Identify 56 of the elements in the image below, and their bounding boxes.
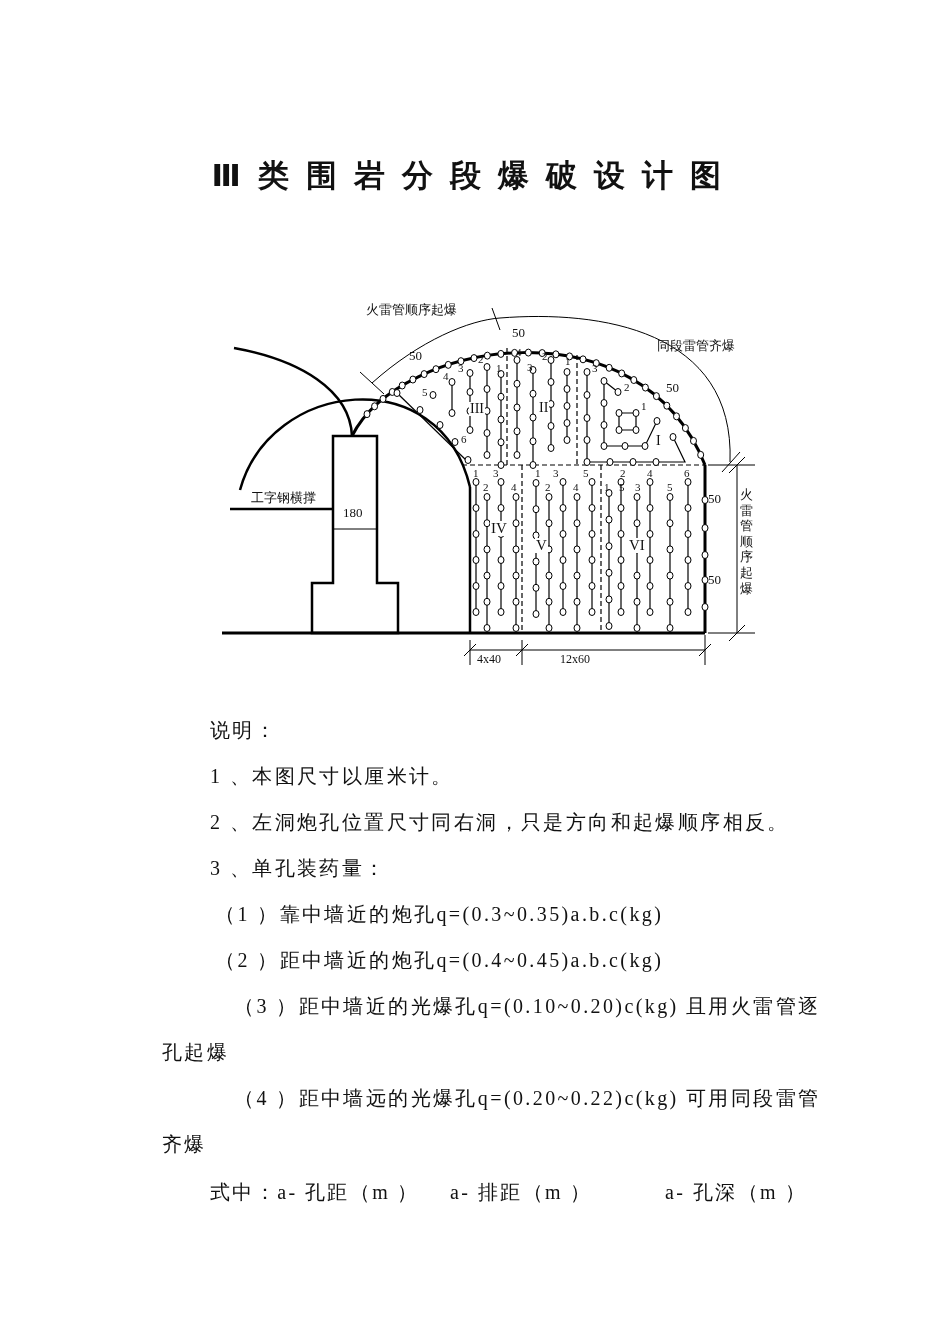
hole-number: 3 (592, 363, 598, 374)
note-text: （3 ）距中墙近的光爆孔q=(0.10~0.20)c(kg) 且用火雷管逐孔起爆 (162, 994, 822, 1065)
hole-number: 2 (620, 468, 626, 479)
hole-number: 3 (458, 363, 464, 374)
hole-number: 1 (641, 401, 647, 412)
hole-number: 3 (553, 468, 559, 479)
note-text: （2 ）距中墙近的炮孔q=(0.4~0.45)a.b.c(kg) (215, 950, 664, 970)
dimension-label: 50 (666, 381, 679, 394)
hole-number: 2 (545, 482, 551, 493)
hole-number: 6 (461, 434, 467, 445)
dimension-label: 50 (409, 349, 422, 362)
hole-number: 1 (604, 482, 610, 493)
dimension-label: 180 (343, 506, 363, 519)
hole-number: 2 (478, 354, 484, 365)
hole-number: 1 (535, 468, 541, 479)
hole-number: 5 (619, 482, 625, 493)
note-text: 1 、本图尺寸以厘米计。 (210, 766, 454, 786)
zone-label: IV (490, 521, 508, 536)
dimension-label: 50 (512, 326, 525, 339)
dimension-label: 50 (708, 573, 721, 586)
dimension-label: 50 (708, 492, 721, 505)
hole-number: 2 (483, 482, 489, 493)
annotation-text: 同段雷管齐爆 (657, 339, 735, 352)
zone-label: V (535, 538, 548, 553)
note-text: 3 、单孔装药量： (210, 858, 387, 878)
zone-label: III (469, 402, 485, 416)
note-text: a- 排距（m ） (450, 1182, 593, 1202)
note-heading: 说明： (210, 720, 278, 740)
zone-label: II (538, 401, 550, 415)
hole-number: 4 (443, 371, 449, 382)
hole-number: 1 (473, 468, 479, 479)
hole-number: 3 (493, 468, 499, 479)
hole-number: 5 (583, 468, 589, 479)
zone-label: VI (628, 538, 646, 553)
dimension-label: 4x40 (477, 653, 501, 665)
annotation-text: 火雷管顺序起爆 (740, 487, 754, 597)
hole-number: 1 (565, 356, 571, 367)
note-text: a- 孔深（m ） (665, 1182, 808, 1202)
hole-number: 4 (647, 468, 653, 479)
note-text: 2 、左洞炮孔位置尺寸同右洞，只是方向和起爆顺序相反。 (210, 812, 790, 832)
annotation-text: 工字钢横撑 (251, 491, 316, 504)
hole-number: 5 (422, 387, 428, 398)
note-text: （1 ）靠中墙近的炮孔q=(0.3~0.35)a.b.c(kg) (215, 904, 664, 924)
hole-number: 5 (667, 482, 673, 493)
hole-number: 1 (496, 363, 502, 374)
hole-number: 4 (573, 482, 579, 493)
zone-label: I (655, 434, 662, 448)
note-text: 式中：a- 孔距（m ） (210, 1182, 420, 1202)
hole-number: 2 (624, 382, 630, 393)
hole-number: 6 (684, 468, 690, 479)
hole-number: 3 (527, 362, 533, 373)
diagram-title: Ⅲ类围岩分段爆破设计图 (210, 160, 740, 191)
annotation-text: 火雷管顺序起爆 (366, 303, 457, 316)
hole-number: 4 (511, 482, 517, 493)
dimension-label: 12x60 (560, 653, 590, 665)
hole-number: 3 (635, 482, 641, 493)
